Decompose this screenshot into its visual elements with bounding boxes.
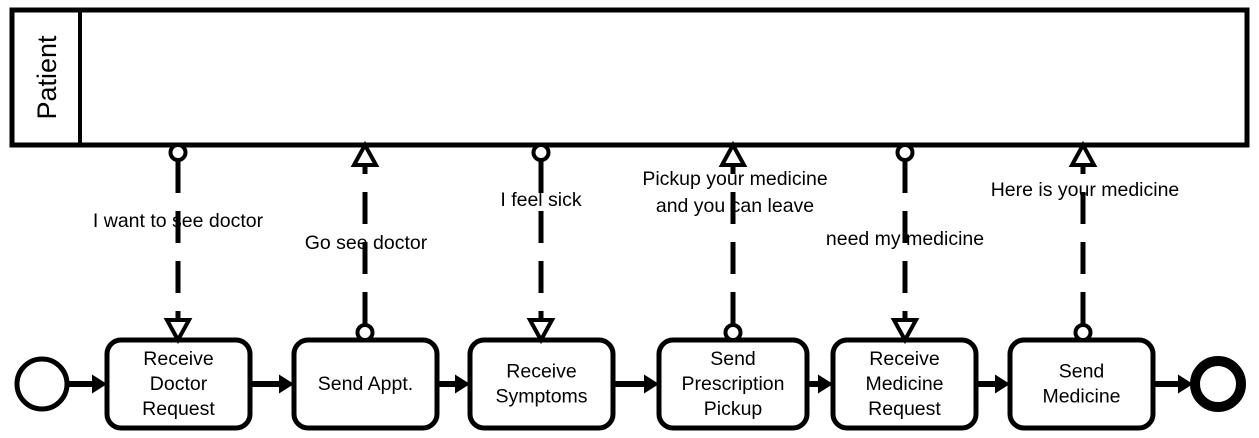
task-label-line: Receive (869, 348, 939, 370)
task-label-line: Pickup (704, 398, 763, 420)
message-flow-arrowhead-icon (890, 318, 920, 345)
message-flow-arrowhead-icon (1068, 140, 1098, 167)
task-label-line: Send (710, 348, 756, 370)
task-label-line: Send (1059, 361, 1105, 383)
sequence-flow-6 (1153, 374, 1193, 394)
message-flow-source-circle-icon (895, 143, 915, 162)
end-event-icon[interactable] (1190, 356, 1246, 412)
pool-patient: Patient (9, 7, 1250, 148)
task-box[interactable] (1007, 337, 1156, 431)
task-label-line: Symptoms (495, 386, 587, 408)
message-flow-msg-need-my-medicine: need my medicine (826, 143, 984, 345)
message-flow-label-line: Go see doctor (305, 232, 428, 254)
message-flow-msg-pickup-your-medicine: Pickup your medicine and you can leave (642, 140, 828, 342)
sequence-flow-5 (976, 374, 1010, 394)
message-flow-source-circle-icon (355, 323, 375, 342)
task-send-appt[interactable]: Send Appt. (291, 337, 440, 431)
message-flow-label-line: Here is your medicine (991, 179, 1180, 201)
sequence-flow-4 (807, 374, 833, 394)
task-label-line: Prescription (682, 373, 785, 395)
sequence-flow-2 (437, 374, 470, 394)
message-flow-source-circle-icon (723, 323, 743, 342)
message-flow-msg-i-feel-sick: I feel sick (500, 143, 582, 345)
sequence-flow-arrowhead-icon (279, 374, 294, 394)
task-box[interactable] (467, 337, 616, 431)
message-flow-label-line: and you can leave (656, 195, 814, 217)
sequence-flow-arrowhead-icon (455, 374, 470, 394)
message-flow-arrowhead-icon (350, 140, 380, 167)
message-flow-msg-i-want-to-see-doctor: I want to see doctor (93, 143, 264, 345)
sequence-flow-3 (613, 374, 659, 394)
sequence-flow-1 (250, 374, 294, 394)
sequence-flow-0 (67, 374, 107, 394)
message-flow-label-line: I want to see doctor (93, 210, 264, 232)
start-event-icon[interactable] (14, 356, 70, 412)
sequence-flow-arrowhead-icon (818, 374, 833, 394)
message-flow-msg-go-see-doctor: Go see doctor (305, 140, 428, 342)
message-flow-source-circle-icon (1073, 323, 1093, 342)
message-flow-layer: I want to see doctor Go see doctor I feel … (93, 140, 1180, 345)
message-flow-arrowhead-icon (718, 140, 748, 167)
sequence-flow-arrowhead-icon (92, 374, 107, 394)
message-flow-msg-here-is-your-medicine: Here is your medicine (991, 140, 1180, 342)
task-label-line: Receive (143, 348, 213, 370)
message-flow-source-circle-icon (531, 143, 551, 162)
pool-border (9, 7, 1250, 148)
task-label-line: Doctor (150, 373, 208, 395)
event-layer (14, 356, 1246, 412)
task-label-line: Request (142, 398, 215, 420)
message-flow-source-circle-icon (168, 143, 188, 162)
sequence-flow-arrowhead-icon (995, 374, 1010, 394)
task-label-line: Medicine (1042, 386, 1120, 408)
message-flow-arrowhead-icon (163, 318, 193, 345)
message-flow-label-line: Pickup your medicine (642, 168, 827, 190)
sequence-flow-arrowhead-icon (644, 374, 659, 394)
pool-name-label: Patient (32, 35, 62, 120)
message-flow-label-line: need my medicine (826, 228, 984, 250)
task-label-line: Receive (506, 361, 576, 383)
task-label-line: Medicine (865, 373, 943, 395)
sequence-flow-arrowhead-icon (1178, 374, 1193, 394)
message-flow-label-line: I feel sick (500, 189, 582, 211)
task-label-line: Send Appt. (318, 373, 413, 395)
message-flow-arrowhead-icon (526, 318, 556, 345)
task-label-line: Request (868, 398, 941, 420)
sequence-flow-layer (67, 374, 1193, 394)
